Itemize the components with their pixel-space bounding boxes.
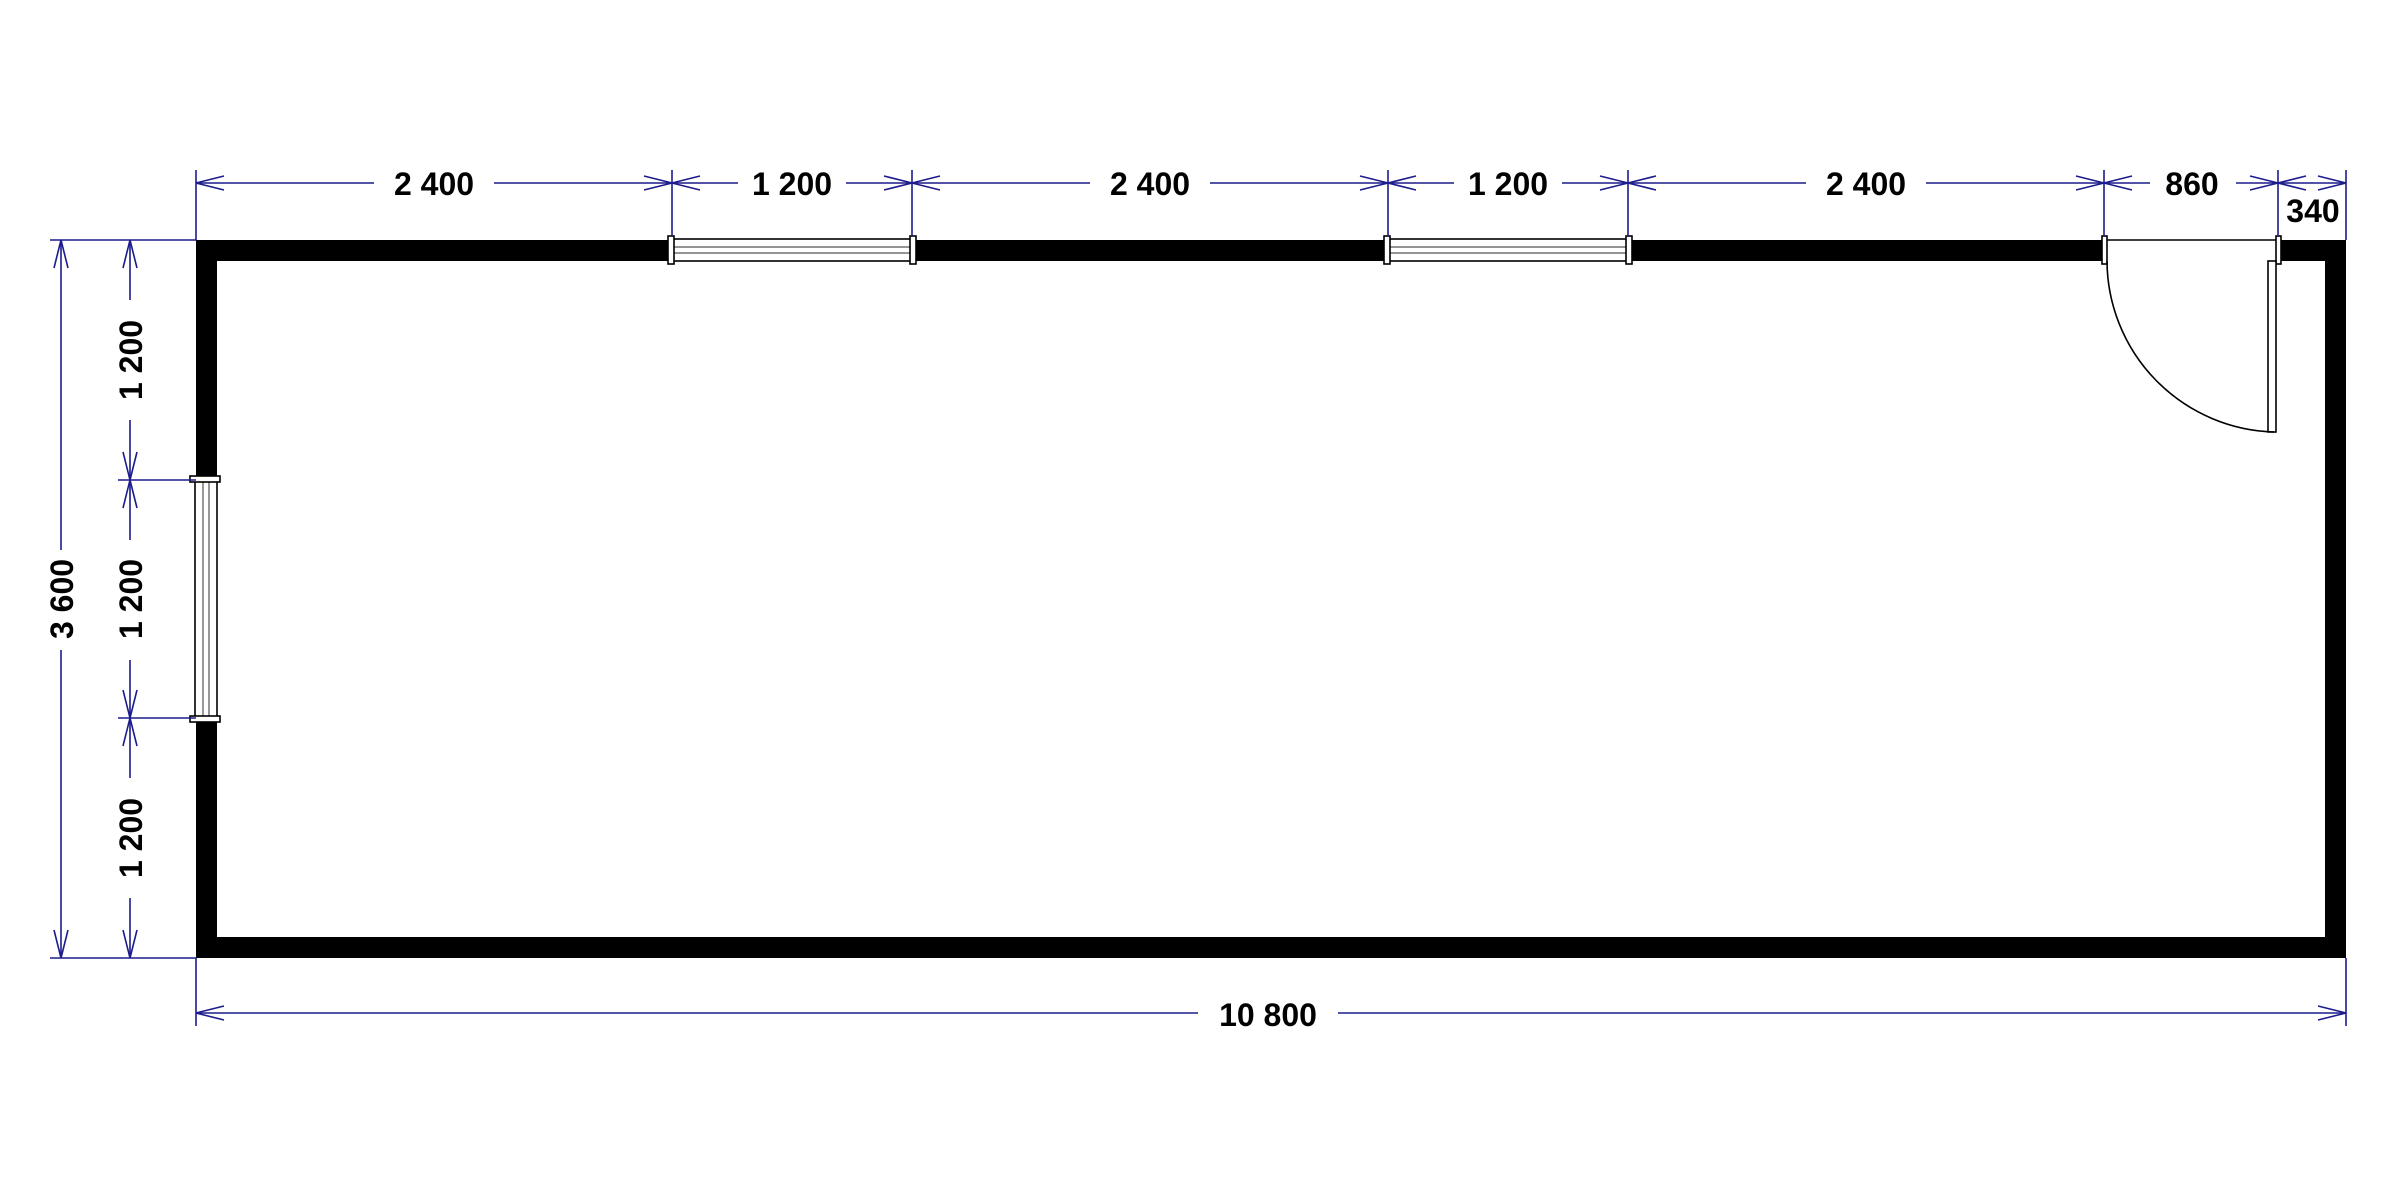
dimension-left-overall: 3 600 bbox=[43, 239, 118, 959]
dim-top-3: 2 400 bbox=[1110, 166, 1190, 202]
dim-bottom-overall: 10 800 bbox=[1219, 997, 1317, 1033]
window-left bbox=[189, 475, 221, 723]
wall-right bbox=[2325, 240, 2346, 958]
dimension-chain-left-inner: 1 200 1 200 1 200 bbox=[112, 239, 196, 959]
window-top-1 bbox=[667, 235, 917, 265]
dim-top-7: 340 bbox=[2286, 193, 2339, 229]
dimension-bottom-overall: 10 800 bbox=[195, 958, 2347, 1033]
dimension-chain-top: 2 400 1 200 2 400 1 200 2 400 860 340 bbox=[195, 165, 2347, 240]
dim-top-6: 860 bbox=[2165, 166, 2218, 202]
door bbox=[2101, 235, 2282, 433]
wall-left-1 bbox=[196, 240, 217, 480]
dim-left-1: 1 200 bbox=[113, 320, 149, 400]
dim-top-1: 2 400 bbox=[394, 166, 474, 202]
wall-bottom bbox=[196, 937, 2346, 958]
dim-left-3: 1 200 bbox=[113, 798, 149, 878]
window-top-2 bbox=[1383, 235, 1633, 265]
dim-top-4: 1 200 bbox=[1468, 166, 1548, 202]
wall-left-2 bbox=[196, 718, 217, 958]
wall-top-2 bbox=[912, 240, 1388, 261]
door-leaf bbox=[2267, 260, 2277, 433]
walls bbox=[196, 240, 2346, 958]
dim-left-2: 1 200 bbox=[113, 559, 149, 639]
wall-top-3 bbox=[1628, 240, 2104, 261]
dim-top-5: 2 400 bbox=[1826, 166, 1906, 202]
door-swing-arc bbox=[2106, 260, 2275, 433]
wall-top-1 bbox=[196, 240, 672, 261]
dim-left-overall: 3 600 bbox=[44, 559, 80, 639]
dim-top-2: 1 200 bbox=[752, 166, 832, 202]
